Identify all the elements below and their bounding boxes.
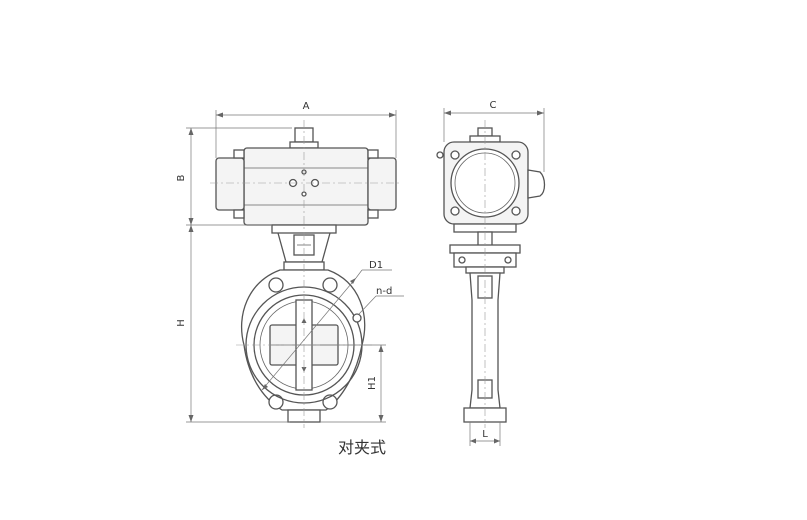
front-view [210, 120, 404, 428]
bolt-hole [268, 277, 284, 293]
side-bolt [450, 150, 460, 160]
actuator-right-cap [367, 157, 397, 211]
side-view [436, 120, 546, 428]
side-bolt [511, 206, 521, 216]
bolt-hole [322, 277, 338, 293]
actuator-left-bolt-bottom [233, 209, 245, 219]
dimension-label-c: C [490, 100, 497, 111]
dimension-label-nd: n-d [376, 286, 392, 297]
dimension-label-l: L [482, 429, 488, 440]
actuator-right-bolt-top [367, 149, 379, 159]
dimension-label-d1: D1 [369, 260, 383, 271]
actuator-left-bolt-top [233, 149, 245, 159]
dimension-label-b: B [176, 174, 187, 181]
dimension-label-h: H [176, 319, 187, 327]
side-bolt [450, 206, 460, 216]
nd-hole-marker [352, 313, 362, 323]
front-dimensions [186, 110, 397, 423]
bolt-hole [268, 394, 284, 410]
actuator-body [243, 147, 369, 226]
side-port [436, 151, 444, 159]
actuator-right-bolt-bottom [367, 209, 379, 219]
side-actuator-boss [527, 169, 546, 199]
dimension-label-a: A [303, 101, 310, 112]
side-dimensions [443, 108, 545, 446]
diagram-caption: 对夹式 [338, 438, 386, 457]
dimension-label-h1: H1 [367, 376, 378, 390]
actuator-left-cap [215, 157, 245, 211]
side-bolt [511, 150, 521, 160]
